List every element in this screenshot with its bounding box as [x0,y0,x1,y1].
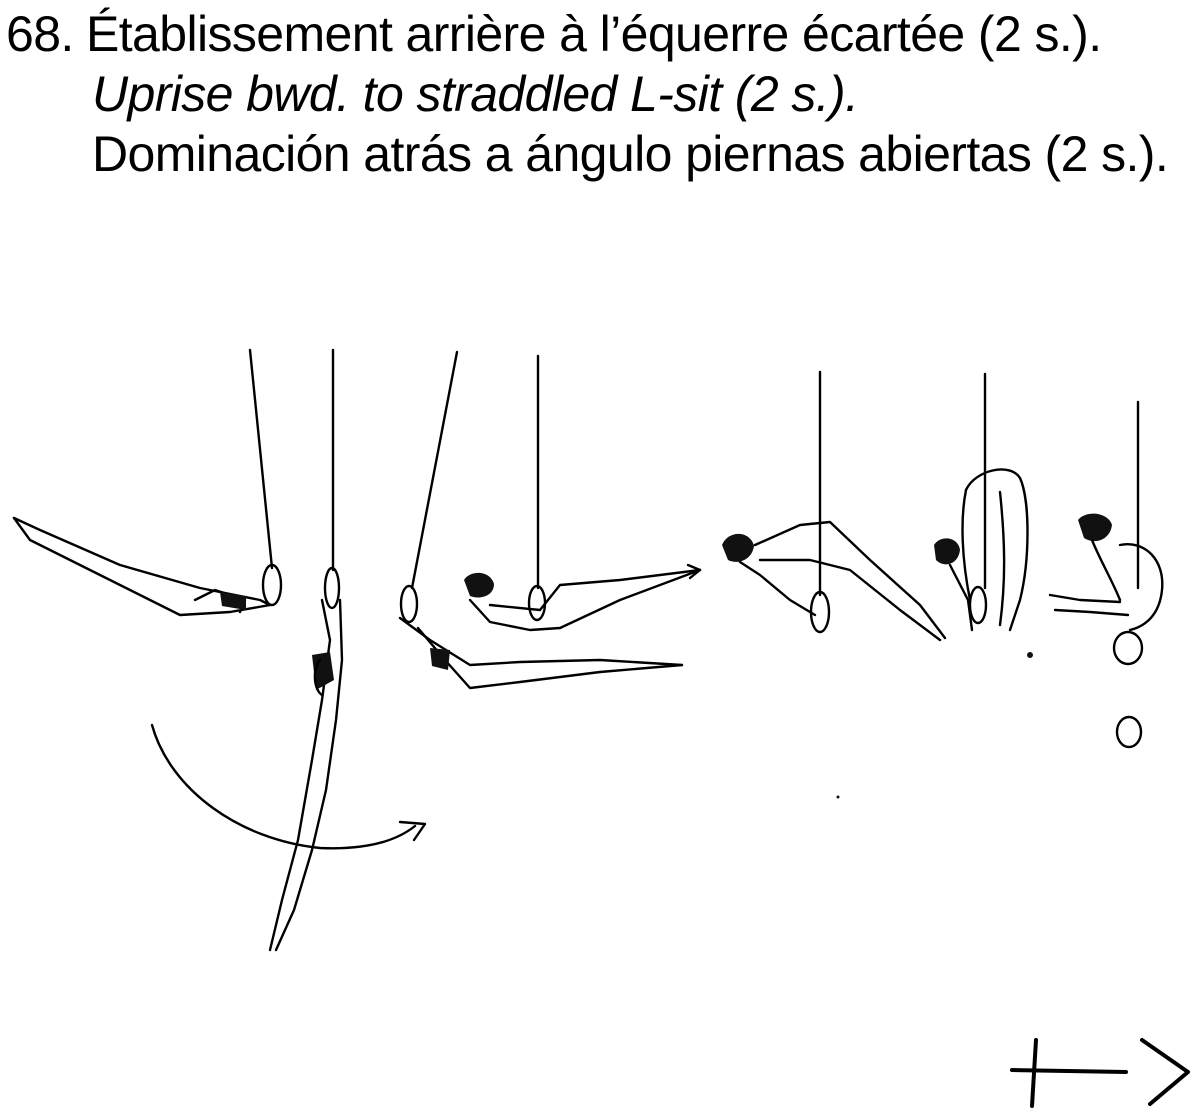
dot-marker-small [836,795,840,799]
element-title-block: 68.Établissement arrière à l’équerre éca… [6,4,1196,184]
ring-icon [1115,715,1143,749]
gymnast-figure-2 [268,348,344,952]
gymnast-figure-5 [722,370,947,642]
swing-direction-arrow [150,723,427,850]
gymnast-figure-3 [398,350,684,690]
gymnast-figure-7 [1048,400,1164,666]
gymnast-figure-1 [12,348,283,617]
element-number: 68. [6,6,74,62]
direction-arrow [1010,1038,1190,1108]
title-french-line: 68.Établissement arrière à l’équerre éca… [6,4,1196,64]
gymnast-figure-4 [464,354,702,632]
title-english: Uprise bwd. to straddled L-sit (2 s.). [92,66,859,122]
gymnast-figure-6 [934,372,1029,632]
title-spanish: Dominación atrás a ángulo piernas abiert… [92,126,1169,182]
skill-illustration [12,348,1190,1108]
dot-marker [1027,652,1033,658]
title-french: Établissement arrière à l’équerre écarté… [86,6,1102,62]
